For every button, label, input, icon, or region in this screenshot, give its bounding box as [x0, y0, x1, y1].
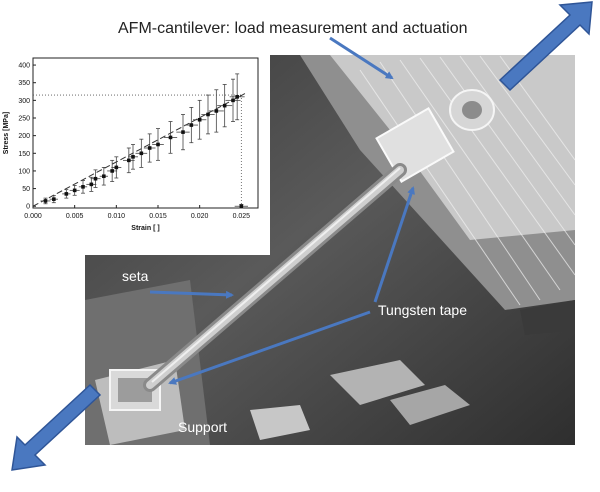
- pointer-seta: [149, 290, 234, 299]
- label-support: Support: [178, 419, 227, 435]
- data-point: [147, 146, 152, 150]
- data-point: [168, 135, 173, 140]
- data-point: [214, 109, 219, 113]
- y-tick-label: 50: [22, 186, 30, 193]
- data-point: [110, 169, 114, 173]
- data-point: [81, 185, 85, 189]
- seta-fiber: [143, 163, 407, 392]
- stress-strain-inset: 0.000 0.005 0.010 0.015 0.020 0.025 0 50 100 150 2…: [0, 45, 270, 255]
- data-point: [43, 199, 48, 203]
- data-point: [197, 117, 202, 122]
- x-tick-label: 0.020: [191, 213, 209, 220]
- data-point: [64, 192, 69, 196]
- x-tick-label: 0.015: [149, 213, 167, 220]
- data-point: [114, 165, 119, 170]
- tungsten-tape-top: [375, 89, 495, 184]
- data-point: [206, 112, 210, 117]
- label-seta: seta: [122, 268, 149, 284]
- data-point: [89, 182, 94, 187]
- annotation-pointers: [149, 36, 415, 385]
- data-point: [235, 95, 239, 99]
- plot-frame: [32, 57, 259, 209]
- y-tick-label: 250: [18, 116, 30, 123]
- y-tick-label: 400: [18, 63, 30, 70]
- data-point: [139, 151, 144, 156]
- x-tick-label: 0.025: [233, 213, 251, 220]
- label-tungsten-tape: Tungsten tape: [378, 302, 467, 318]
- y-tick-label: 350: [18, 80, 30, 87]
- afm-cantilever-body: [300, 55, 576, 335]
- y-tick-label: 150: [18, 151, 30, 158]
- y-tick-label: 200: [18, 133, 30, 140]
- pointer-cantilever: [329, 36, 394, 80]
- debris-flakes: [250, 360, 470, 440]
- x-tick-label: 0.005: [66, 213, 84, 220]
- data-point: [231, 98, 235, 103]
- label-cantilever: AFM-cantilever: load measurement and act…: [118, 20, 468, 37]
- y-tick-label: 0: [26, 204, 30, 211]
- actuation-arrow-top-right: [498, 1, 593, 92]
- data-point: [181, 130, 185, 134]
- y-tick-label: 100: [18, 168, 30, 175]
- fit-line: [32, 92, 246, 207]
- data-point: [239, 204, 244, 209]
- x-tick-label: 0.010: [108, 213, 126, 220]
- sem-micrograph: [85, 55, 576, 445]
- y-tick-label: 300: [18, 98, 30, 105]
- data-point: [52, 197, 56, 201]
- data-point: [102, 174, 106, 179]
- data-point: [222, 103, 227, 108]
- x-tick-label: 0.000: [24, 213, 42, 220]
- data-point: [93, 176, 98, 181]
- data-point: [189, 123, 194, 127]
- pointer-tungsten-top: [373, 186, 415, 303]
- data-point: [131, 155, 135, 159]
- pointer-tungsten-bottom: [168, 310, 371, 385]
- data-point: [156, 142, 160, 147]
- x-axis-label: Strain [ ]: [131, 225, 159, 232]
- data-point: [127, 158, 131, 163]
- y-axis-label: Stress [MPa]: [3, 112, 10, 154]
- data-point: [72, 188, 77, 193]
- actuation-arrow-bottom-left: [11, 383, 102, 471]
- plot-area: 0.000 0.005 0.010 0.015 0.020 0.025 0 50 100 150 2…: [3, 57, 259, 232]
